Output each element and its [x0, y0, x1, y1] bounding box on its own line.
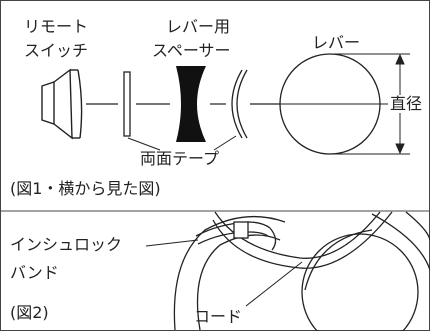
cord-leader	[245, 261, 303, 307]
remote-switch-label-1: リモート	[24, 17, 89, 36]
tape-curve-inner	[236, 69, 248, 139]
diameter-label: 直径	[388, 94, 425, 113]
remote-switch-shape	[41, 68, 83, 140]
tape-label: 両面テープ	[140, 149, 220, 168]
figure2-caption: (図2)	[10, 303, 49, 322]
cord-label: コード	[194, 307, 243, 326]
lever-spacer-shape	[176, 66, 206, 142]
tape-leader-2	[213, 135, 237, 151]
band-label-2: バンド	[10, 263, 59, 282]
band-leader	[145, 239, 199, 247]
tape-leader-1	[127, 137, 161, 151]
remote-switch-label-2: スイッチ	[24, 41, 89, 60]
band-label-1: インシュロック	[10, 235, 123, 254]
spacer-label-1: レバー用	[166, 17, 231, 36]
tape-plate-1	[123, 71, 131, 137]
cord-band-illustration	[173, 211, 430, 335]
lever-label: レバー	[312, 33, 361, 52]
figure1-caption: (図1・横から見た図)	[10, 179, 161, 198]
tape-curve-outer	[231, 69, 243, 139]
spacer-label-2: スペーサー	[152, 41, 231, 60]
